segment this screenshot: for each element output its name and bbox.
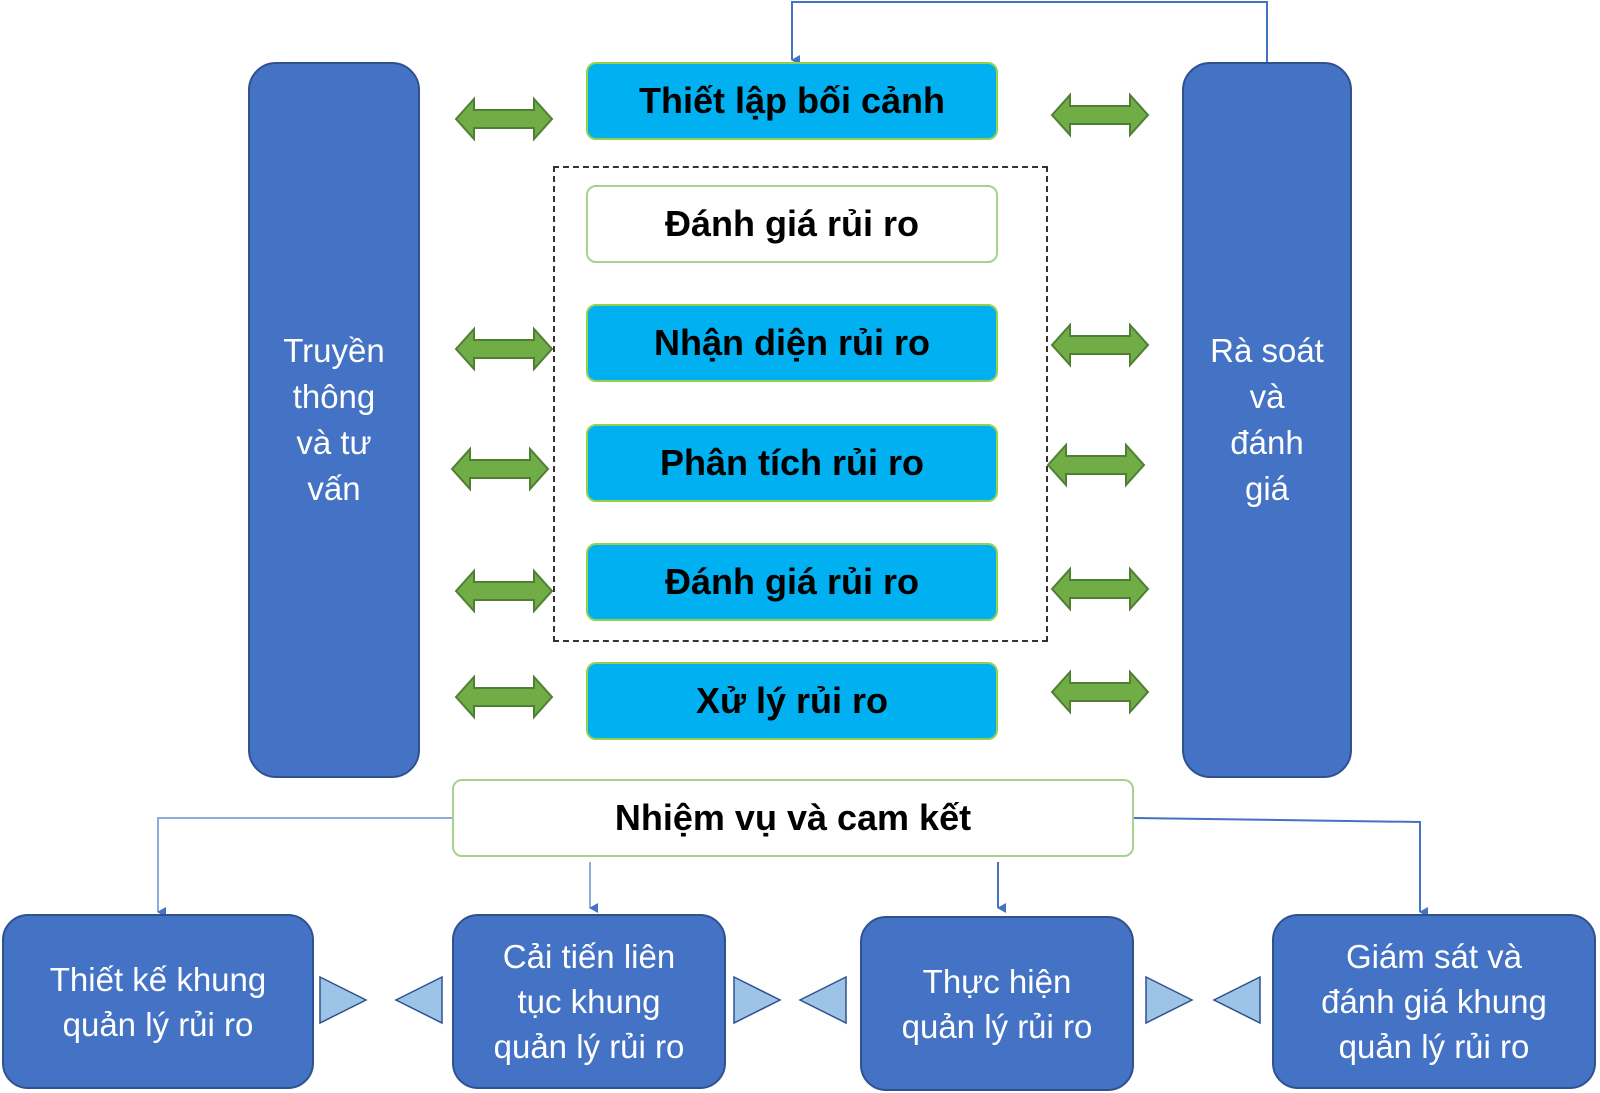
double-arrow-icon [1046,442,1146,488]
mandate-commitment-label: Nhiệm vụ và cam kết [614,797,972,838]
risk-assessment-group-frame [553,166,1048,642]
risk-evaluation-label: Đánh giá rủi ro [664,561,920,602]
risk-identification-box: Nhận diện rủi ro [586,304,998,382]
monitoring-review-column: Rà soát và đánh giá [1182,62,1352,778]
risk-treatment-box: Xử lý rủi ro [586,662,998,740]
double-arrow-icon [454,674,554,720]
monitor-review-framework-box: Giám sát và đánh giá khung quản lý rủi r… [1272,914,1596,1089]
risk-analysis-label: Phân tích rủi ro [659,442,925,483]
double-arrow-icon [454,326,554,372]
double-arrow-icon [1050,92,1150,138]
connector-to-monitor [1133,817,1428,917]
continual-improvement-label: Cải tiến liên tục khung quản lý rủi ro [493,938,685,1065]
risk-assessment-header-box: Đánh giá rủi ro [586,185,998,263]
double-arrow-icon [1050,322,1150,368]
double-arrow-icon [450,446,550,492]
chevron-pair-icon [319,975,443,1025]
monitoring-review-label: Rà soát và đánh giá [1210,332,1324,507]
mandate-commitment-box: Nhiệm vụ và cam kết [452,779,1134,857]
implementation-label: Thực hiện quản lý rủi ro [901,962,1093,1045]
double-arrow-icon [454,96,554,142]
communication-consultation-column: Truyền thông và tư vấn [248,62,420,778]
risk-identification-label: Nhận diện rủi ro [653,322,930,363]
risk-assessment-header-label: Đánh giá rủi ro [664,203,920,244]
establish-context-box: Thiết lập bối cảnh [586,62,998,140]
monitor-review-framework-label: Giám sát và đánh giá khung quản lý rủi r… [1321,938,1547,1065]
double-arrow-icon [454,568,554,614]
double-arrow-icon [1050,566,1150,612]
feedback-connector [791,1,1268,65]
chevron-pair-icon [1145,975,1261,1025]
framework-design-label: Thiết kế khung quản lý rủi ro [49,960,267,1043]
framework-design-box: Thiết kế khung quản lý rủi ro [2,914,314,1089]
risk-treatment-label: Xử lý rủi ro [695,680,889,721]
continual-improvement-box: Cải tiến liên tục khung quản lý rủi ro [452,914,726,1089]
communication-consultation-label: Truyền thông và tư vấn [283,332,385,507]
implementation-box: Thực hiện quản lý rủi ro [860,916,1134,1091]
chevron-pair-icon [733,975,847,1025]
risk-analysis-box: Phân tích rủi ro [586,424,998,502]
risk-evaluation-box: Đánh giá rủi ro [586,543,998,621]
double-arrow-icon [1050,669,1150,715]
connector-to-design [157,817,452,917]
establish-context-label: Thiết lập bối cảnh [638,80,946,121]
